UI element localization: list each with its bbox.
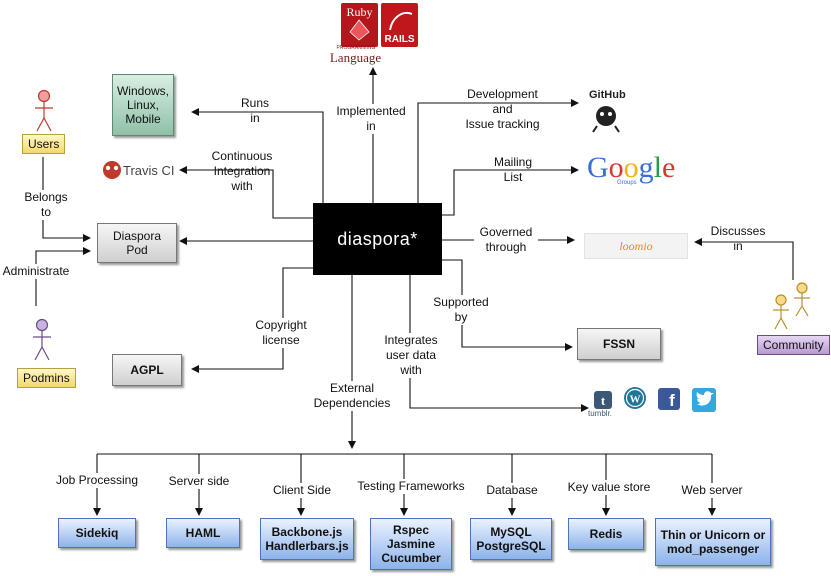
dep-category-key-value: Key value store [560, 480, 658, 495]
edge-continuous-integration [179, 166, 313, 219]
label-continuous-integration: Continuous Integration with [211, 149, 273, 193]
loomio-logo: loomio [584, 233, 688, 259]
dep-category-job-processing: Job Processing [42, 473, 152, 488]
label-integrates: Integrates user data with [378, 333, 444, 378]
label-development: Development and Issue tracking [465, 87, 540, 131]
dep-category-server-side: Server side [159, 474, 239, 489]
dep-box-database: MySQL PostgreSQL [470, 518, 552, 560]
edge-mailing-list [442, 166, 579, 216]
label-supported: Supported by [428, 295, 494, 325]
edge-administrate [35, 247, 91, 306]
community-actors-icon [773, 282, 810, 330]
google-letter: G [587, 151, 609, 184]
programming-small-text: PROGRAMMING [336, 45, 376, 51]
google-letter: l [653, 151, 663, 184]
dep-category-client-side: Client Side [262, 483, 342, 498]
svg-text:t: t [601, 393, 606, 408]
dep-box-client-side: Backbone.js Handlerbars.js [260, 518, 354, 560]
google-groups-logo: Google [587, 151, 675, 185]
label-runs-in: Runs in [240, 96, 269, 125]
podmins-actor-icon [33, 318, 51, 361]
label-administrate: Administrate [0, 264, 72, 279]
edge-runs-in [191, 108, 324, 203]
github-octocat-icon [592, 106, 620, 133]
label-copyright: Copyright license [248, 318, 314, 348]
ruby-logo-icon [341, 3, 378, 47]
label-implemented-in: Implemented in [330, 104, 412, 134]
label-governed: Governed through [474, 225, 538, 255]
svg-text:W: W [630, 394, 641, 406]
edge-development [417, 99, 579, 203]
community-label: Community [757, 335, 830, 355]
diaspora-core-node: diaspora* [313, 203, 442, 275]
svg-text:f: f [669, 391, 675, 410]
rails-logo-text: RAILS [384, 34, 415, 45]
google-letter: g [638, 151, 654, 184]
platforms-box: Windows, Linux, Mobile [112, 74, 174, 136]
language-text: Language [329, 50, 382, 65]
google-groups-subtext: Groups [617, 180, 637, 186]
google-letter: o [608, 151, 624, 184]
dep-box-sidekiq: Sidekiq [58, 518, 136, 548]
travis-ci-icon [103, 161, 121, 179]
dep-category-database: Database [478, 483, 546, 498]
edge-integrates [409, 275, 589, 412]
label-mailing-list: Mailing List [493, 155, 532, 184]
agpl-box: AGPL [112, 354, 182, 386]
fssn-box: FSSN [577, 328, 661, 360]
facebook-icon: f [658, 388, 680, 410]
github-text: GitHub [589, 89, 626, 101]
diaspora-pod-box: Diaspora Pod [97, 223, 177, 263]
ruby-logo-text: Ruby [346, 5, 373, 19]
edge-belongs-to [42, 157, 91, 242]
google-letter: o [623, 151, 639, 184]
label-external: External Dependencies [307, 381, 397, 411]
edge-discusses [694, 238, 794, 280]
label-belongs-to: Belongs to [18, 190, 74, 220]
users-label: Users [22, 134, 66, 154]
tumblr-icon: t [594, 391, 612, 409]
twitter-icon [692, 388, 716, 412]
travis-ci-text: Travis CI [123, 163, 175, 178]
dep-category-testing: Testing Frameworks [350, 479, 472, 494]
rails-logo-icon [381, 3, 418, 47]
dep-category-web-server: Web server [675, 483, 749, 498]
dep-box-redis: Redis [568, 518, 644, 550]
label-discusses: Discusses in [710, 224, 766, 253]
podmins-label: Podmins [17, 368, 76, 388]
google-letter: e [662, 151, 676, 184]
google-text: Google [587, 151, 675, 184]
dep-box-testing: Rspec Jasmine Cucumber [370, 518, 452, 570]
users-actor-icon [35, 89, 53, 132]
dep-box-haml: HAML [166, 518, 240, 548]
tumblr-text: tumblr. [588, 409, 613, 418]
dep-box-web-server: Thin or Unicorn or mod_passenger [655, 518, 771, 566]
wordpress-icon: W [624, 387, 646, 409]
